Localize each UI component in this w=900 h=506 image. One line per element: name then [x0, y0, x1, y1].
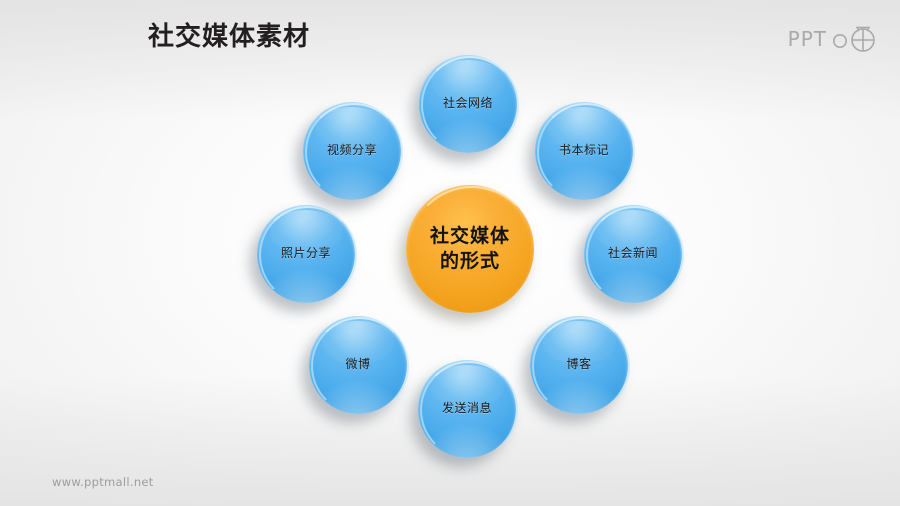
brand-logo: PPT [788, 24, 882, 54]
node-weibo[interactable]: 微博 [309, 316, 409, 415]
node-social-news[interactable]: 社会新闻 [584, 205, 684, 304]
globe-crosshair-icon [833, 26, 875, 52]
node-social-network[interactable]: 社会网络 [419, 55, 519, 154]
footer-url: www.pptmall.net [52, 475, 154, 489]
center-hub-label-line2: 的形式 [439, 250, 500, 272]
logo-text: PPT [787, 27, 827, 51]
center-hub-label: 社交媒体 的形式 [430, 224, 510, 274]
node-label: 社会网络 [442, 96, 493, 111]
center-hub-node[interactable]: 社交媒体 的形式 [406, 185, 536, 313]
node-label: 博客 [566, 357, 592, 372]
node-send-message[interactable]: 发送消息 [418, 360, 518, 459]
node-label: 发送消息 [441, 401, 492, 416]
node-photo-sharing[interactable]: 照片分享 [257, 205, 357, 304]
node-label: 书本标记 [558, 143, 609, 158]
node-label: 视频分享 [326, 143, 377, 158]
node-label: 微博 [345, 357, 371, 372]
node-blog[interactable]: 博客 [530, 316, 630, 415]
node-label: 社会新闻 [607, 246, 658, 261]
node-label: 照片分享 [280, 246, 331, 261]
center-hub-label-line1: 社交媒体 [429, 224, 510, 247]
node-bookmark[interactable]: 书本标记 [535, 102, 635, 201]
page-title: 社交媒体素材 [148, 22, 311, 52]
node-video-sharing[interactable]: 视频分享 [303, 102, 403, 201]
